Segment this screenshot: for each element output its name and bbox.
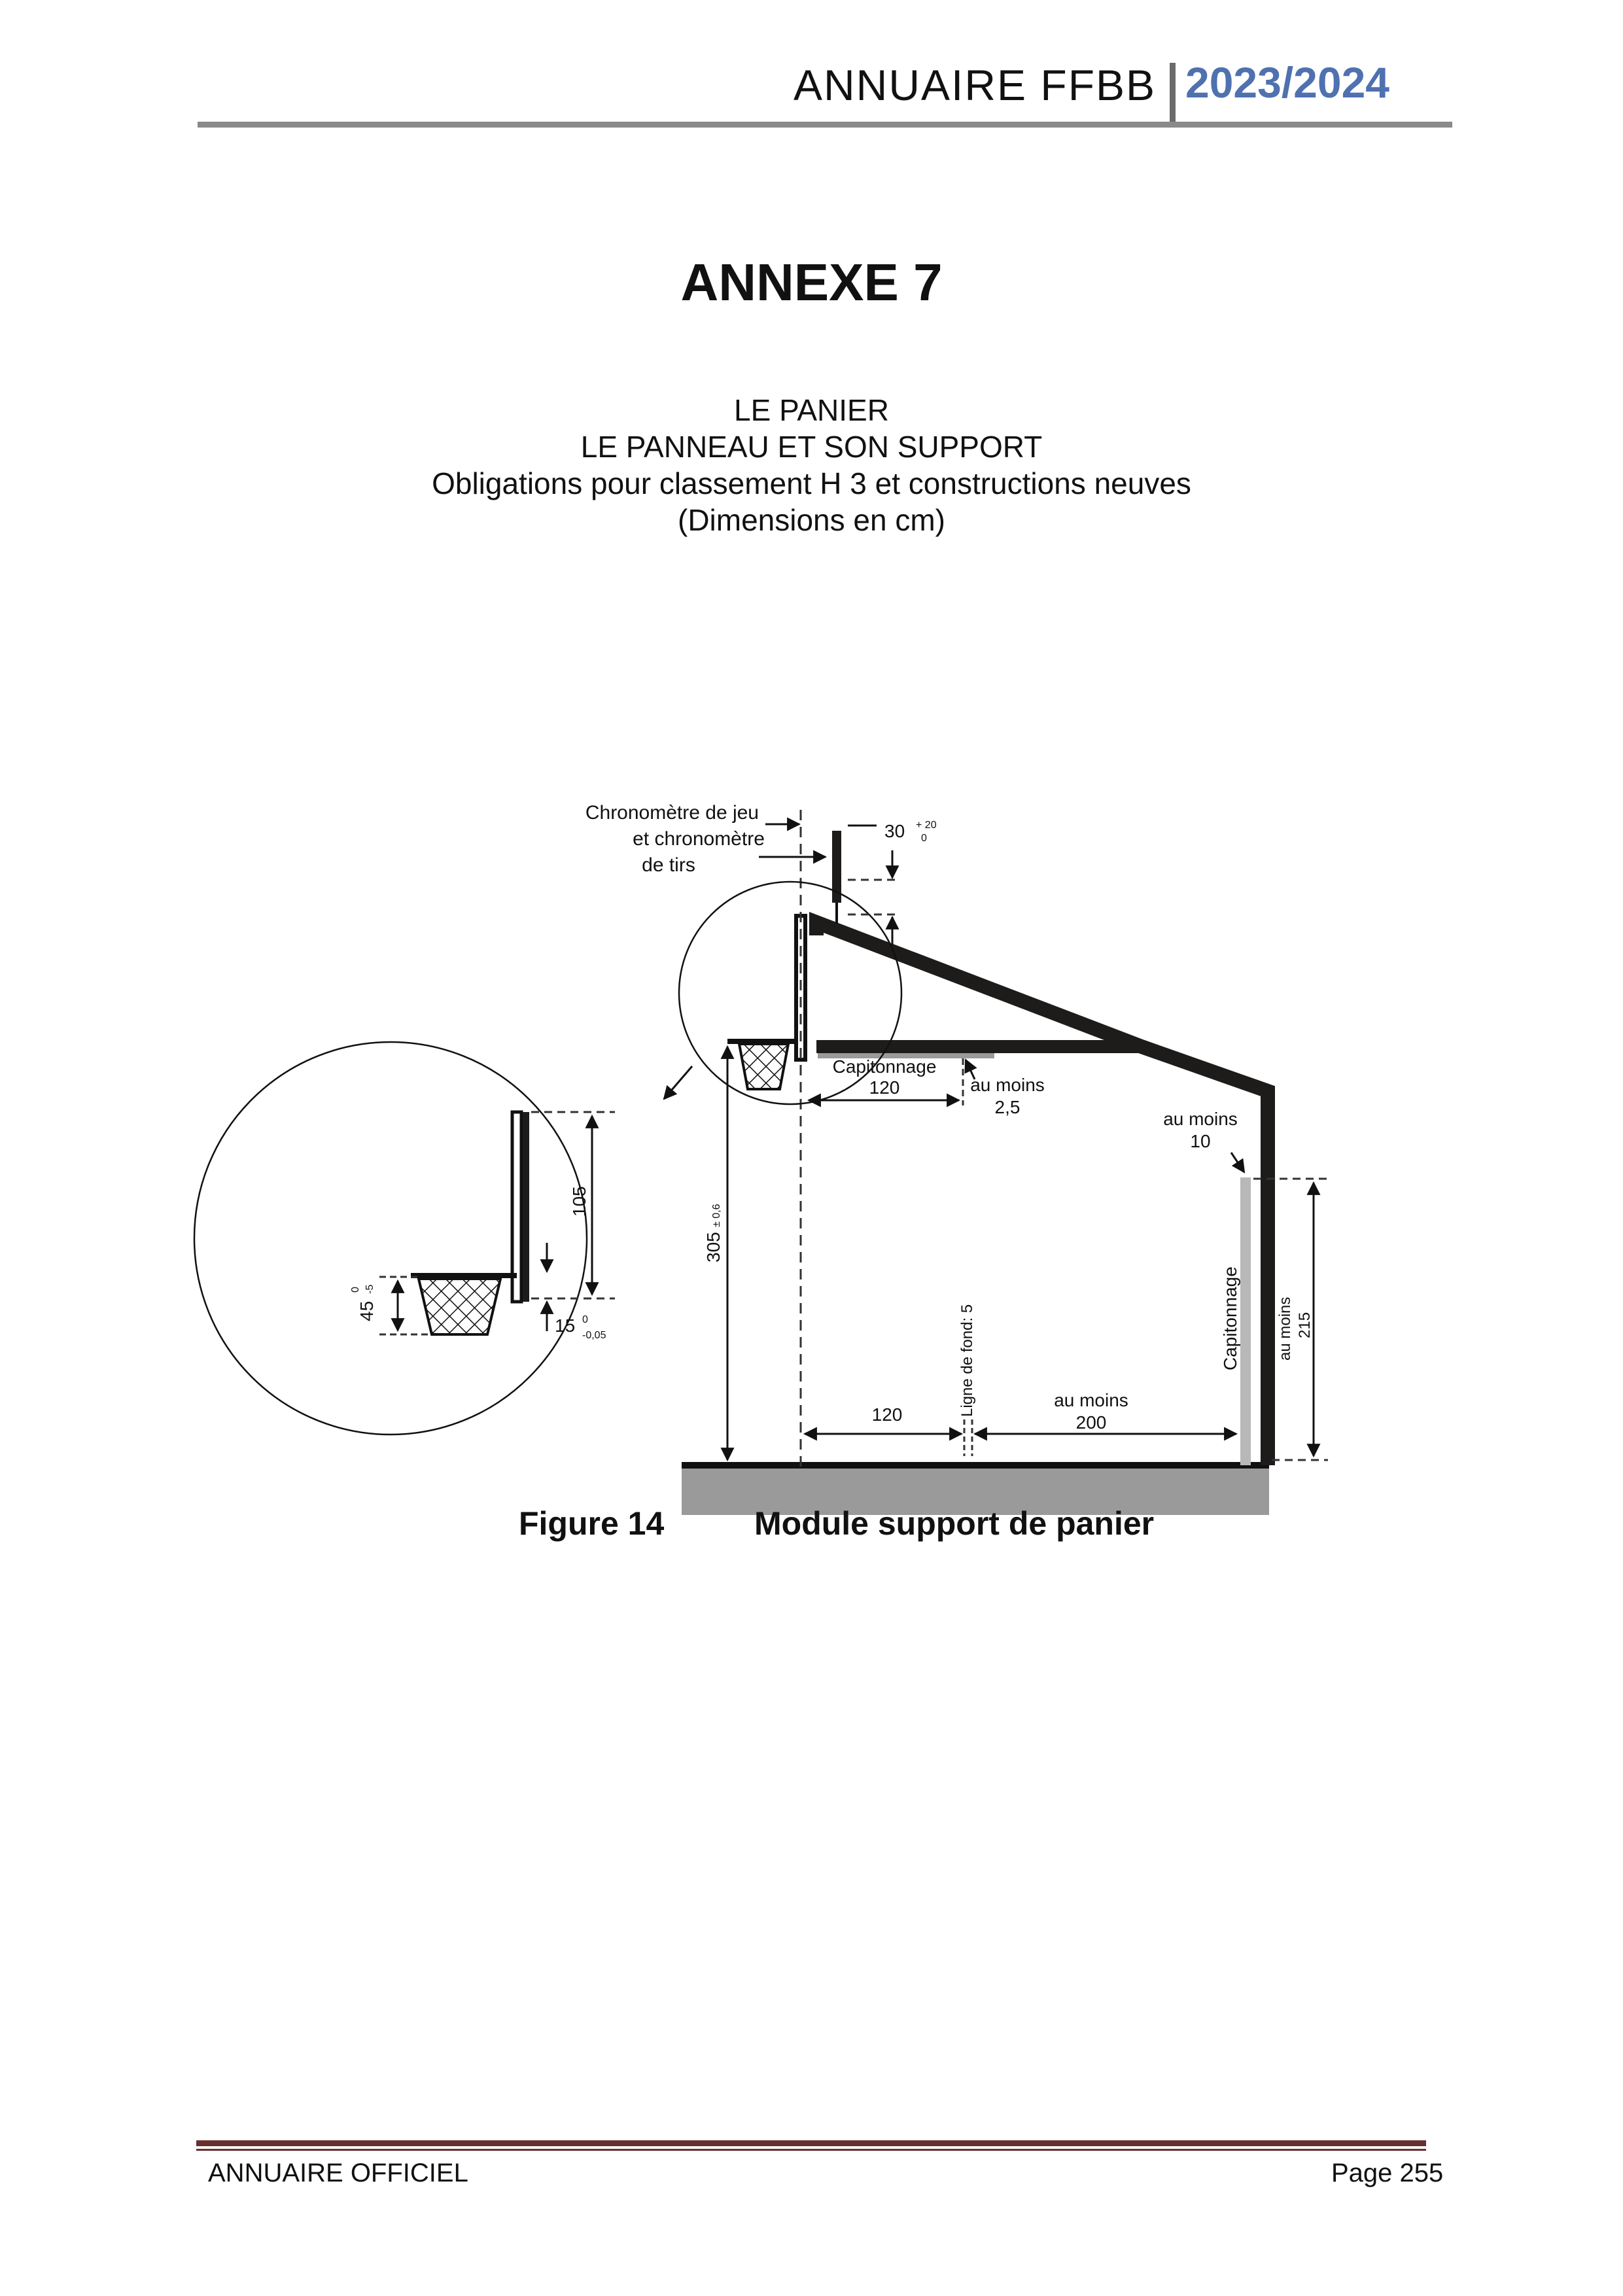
au-moins-a: au moins — [970, 1075, 1045, 1095]
dim-45: 45 — [357, 1301, 377, 1321]
subtitle-line-1: LE PANIER — [734, 393, 889, 427]
header-year: 2023/2024 — [1185, 58, 1389, 107]
figure-number: Figure 14 — [519, 1505, 665, 1542]
main-hoop — [727, 1039, 797, 1090]
tol-45-zero: 0 — [350, 1287, 361, 1293]
tol-15-zero: 0 — [582, 1314, 588, 1325]
dim-120-bottom: 120 — [872, 1404, 903, 1425]
tol-15-minus: -0,05 — [582, 1330, 606, 1341]
tol-30-zero: 0 — [921, 833, 927, 844]
footer-rule — [196, 2140, 1426, 2146]
annexe-title: ANNEXE 7 — [680, 253, 943, 311]
chrono-label-1: Chronomètre de jeu — [585, 802, 759, 824]
tol-45-minus: -5 — [364, 1285, 375, 1294]
dim-15: 15 — [555, 1315, 575, 1336]
detail-view: 105 15 0 -0,05 45 0 -5 — [193, 1041, 615, 1436]
detail-arrow — [663, 1066, 693, 1100]
au-moins-c: au moins — [1054, 1390, 1128, 1410]
tol-305: ± 0,6 — [711, 1204, 722, 1227]
floor — [682, 1467, 1269, 1515]
footer-rule-thin — [196, 2149, 1426, 2151]
chrono-label-2: et chronomètre — [633, 828, 765, 850]
subtitle-line-2: LE PANNEAU ET SON SUPPORT — [580, 430, 1043, 464]
footer-left: ANNUAIRE OFFICIEL — [208, 2159, 468, 2187]
chrono-label-3: de tirs — [642, 854, 695, 876]
tol-30-plus: + 20 — [916, 820, 937, 831]
dim-105: 105 — [569, 1186, 589, 1217]
figure-title: Module support de panier — [754, 1505, 1155, 1542]
au-moins-b: au moins — [1163, 1109, 1238, 1129]
dim-215: 215 — [1296, 1312, 1314, 1338]
footer-page-number: Page 255 — [1331, 2159, 1444, 2187]
dim-10: 10 — [1190, 1131, 1210, 1151]
dim-305: 305 — [703, 1232, 724, 1262]
subtitle-line-4: (Dimensions en cm) — [678, 503, 945, 537]
detail-circle — [678, 880, 903, 1105]
dim-120-top: 120 — [869, 1077, 900, 1098]
dim-2-5: 2,5 — [995, 1097, 1021, 1117]
subtitle-line-3: Obligations pour classement H 3 et const… — [432, 466, 1191, 500]
capitonnage-side: Capitonnage — [1220, 1266, 1240, 1370]
ligne-de-fond: Ligne de fond: 5 — [958, 1304, 976, 1417]
dim-200: 200 — [1076, 1412, 1107, 1433]
header-title: ANNUAIRE FFBB — [794, 61, 1157, 109]
header-rule — [198, 122, 1452, 128]
capitonnage-top: Capitonnage — [833, 1056, 937, 1077]
header-separator — [1170, 63, 1176, 123]
au-moins-d: au moins — [1276, 1297, 1294, 1361]
dim-30: 30 — [884, 821, 905, 841]
